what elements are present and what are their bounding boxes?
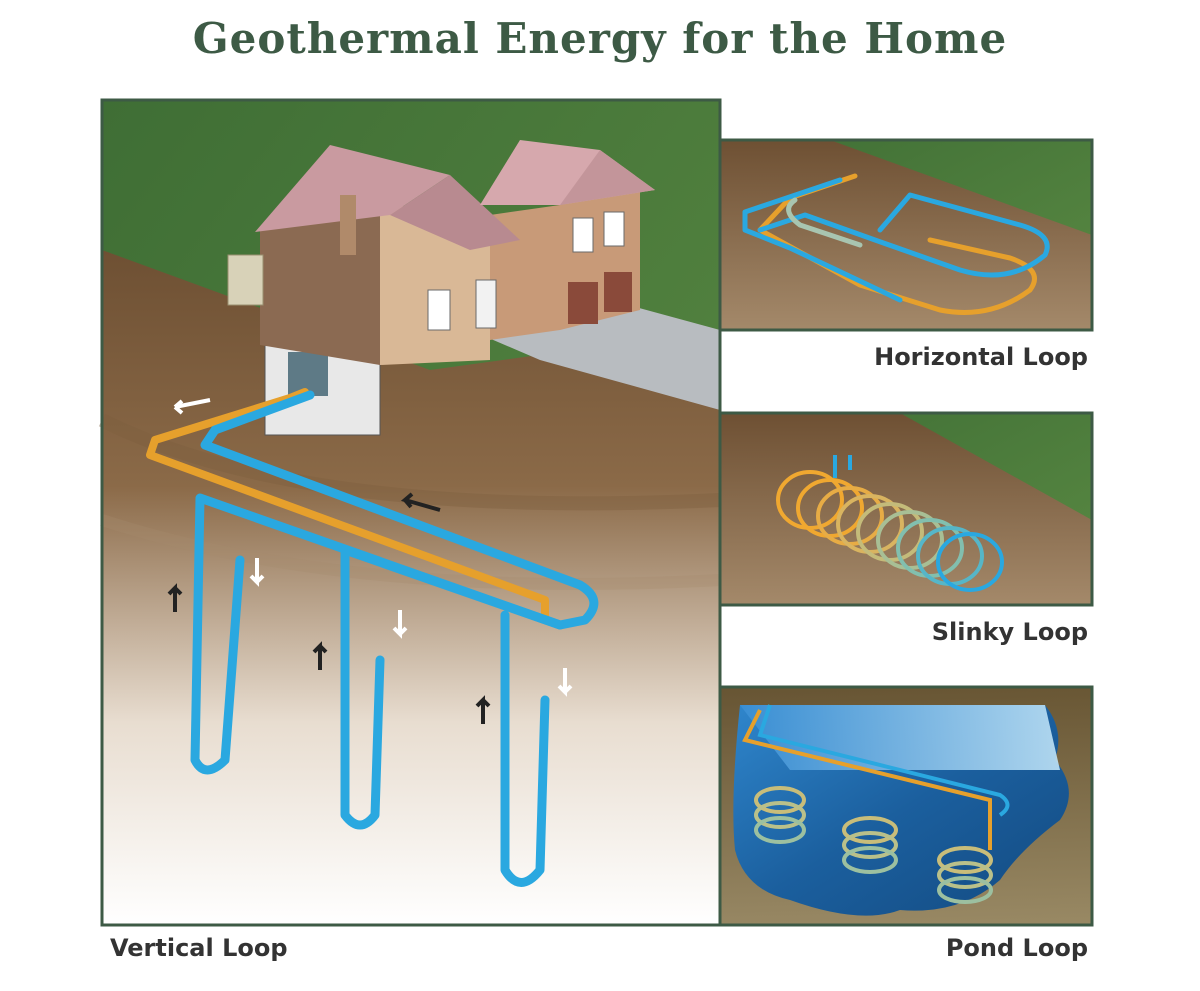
slinky-loop-panel xyxy=(718,411,1094,607)
pond-loop-panel xyxy=(718,685,1094,927)
horizontal-loop-caption: Horizontal Loop xyxy=(874,343,1088,371)
house-illustration xyxy=(227,140,655,436)
diagram-title: Geothermal Energy for the Home xyxy=(192,14,1008,63)
horizontal-loop-pipes xyxy=(742,173,1050,315)
slinky-loop-caption: Slinky Loop xyxy=(931,618,1088,646)
horizontal-loop-panel xyxy=(718,138,1094,332)
vertical-loop-pipes xyxy=(146,388,599,887)
flow-arrows xyxy=(167,398,573,724)
heat-pump-unit xyxy=(288,352,328,396)
slinky-coils xyxy=(776,455,1004,592)
pond-loop-caption: Pond Loop xyxy=(945,934,1088,962)
vertical-loop-panel xyxy=(98,100,721,925)
vertical-panel-frame xyxy=(100,98,722,927)
vertical-loop-caption: Vertical Loop xyxy=(110,934,288,962)
pond-coils xyxy=(742,704,1010,904)
